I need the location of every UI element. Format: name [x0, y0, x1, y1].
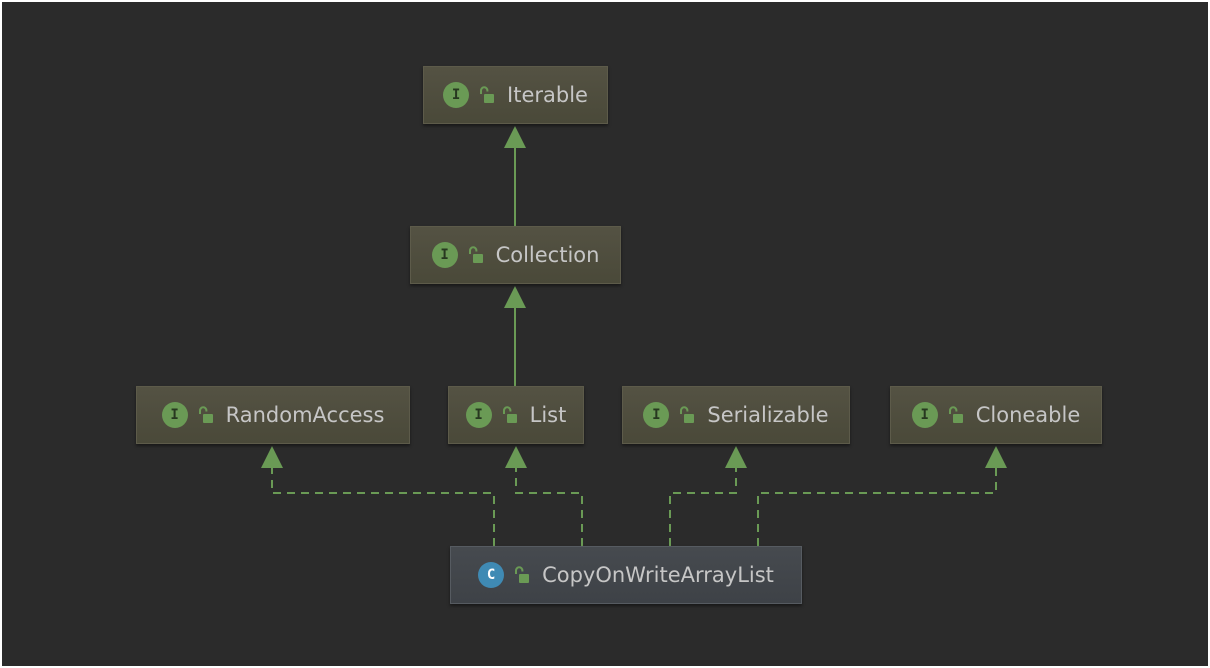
node-cloneable[interactable]: I Cloneable: [890, 386, 1102, 444]
node-label: Collection: [495, 243, 600, 267]
node-label: Serializable: [707, 403, 829, 427]
node-random-access[interactable]: I RandomAccess: [136, 386, 410, 444]
edge-cowal-implements-cloneable: [757, 467, 997, 546]
node-copy-on-write-array-list[interactable]: C CopyOnWriteArrayList: [450, 546, 802, 604]
interface-icon: I: [911, 402, 938, 428]
arrowhead-random-access: [261, 446, 283, 468]
unlocked-padlock-icon: [468, 246, 483, 263]
arrowhead-iterable: [504, 126, 526, 148]
unlocked-padlock-icon: [502, 406, 517, 423]
node-label: Iterable: [507, 83, 588, 107]
arrowhead-serializable: [725, 446, 747, 468]
node-label: List: [529, 403, 567, 427]
unlocked-padlock-icon: [680, 406, 695, 423]
node-list[interactable]: I List: [448, 386, 584, 444]
node-iterable[interactable]: I Iterable: [423, 66, 608, 124]
unlocked-padlock-icon: [198, 406, 213, 423]
node-label: Cloneable: [975, 403, 1081, 427]
unlocked-padlock-icon: [948, 406, 963, 423]
arrowhead-cloneable: [985, 446, 1007, 468]
arrowhead-collection: [504, 286, 526, 308]
node-label: RandomAccess: [225, 403, 385, 427]
arrowhead-list: [505, 446, 527, 468]
interface-icon: I: [431, 242, 458, 268]
node-collection[interactable]: I Collection: [410, 226, 621, 284]
class-icon: C: [478, 562, 505, 588]
edge-cowal-implements-random-access: [271, 467, 495, 546]
node-serializable[interactable]: I Serializable: [622, 386, 850, 444]
interface-icon: I: [161, 402, 188, 428]
interface-icon: I: [465, 402, 492, 428]
unlocked-padlock-icon: [480, 86, 495, 103]
edge-cowal-implements-serializable: [669, 467, 737, 546]
edge-cowal-implements-list: [515, 467, 583, 546]
interface-icon: I: [643, 402, 670, 428]
unlocked-padlock-icon: [515, 566, 530, 583]
node-label: CopyOnWriteArrayList: [542, 563, 774, 587]
interface-icon: I: [443, 82, 470, 108]
